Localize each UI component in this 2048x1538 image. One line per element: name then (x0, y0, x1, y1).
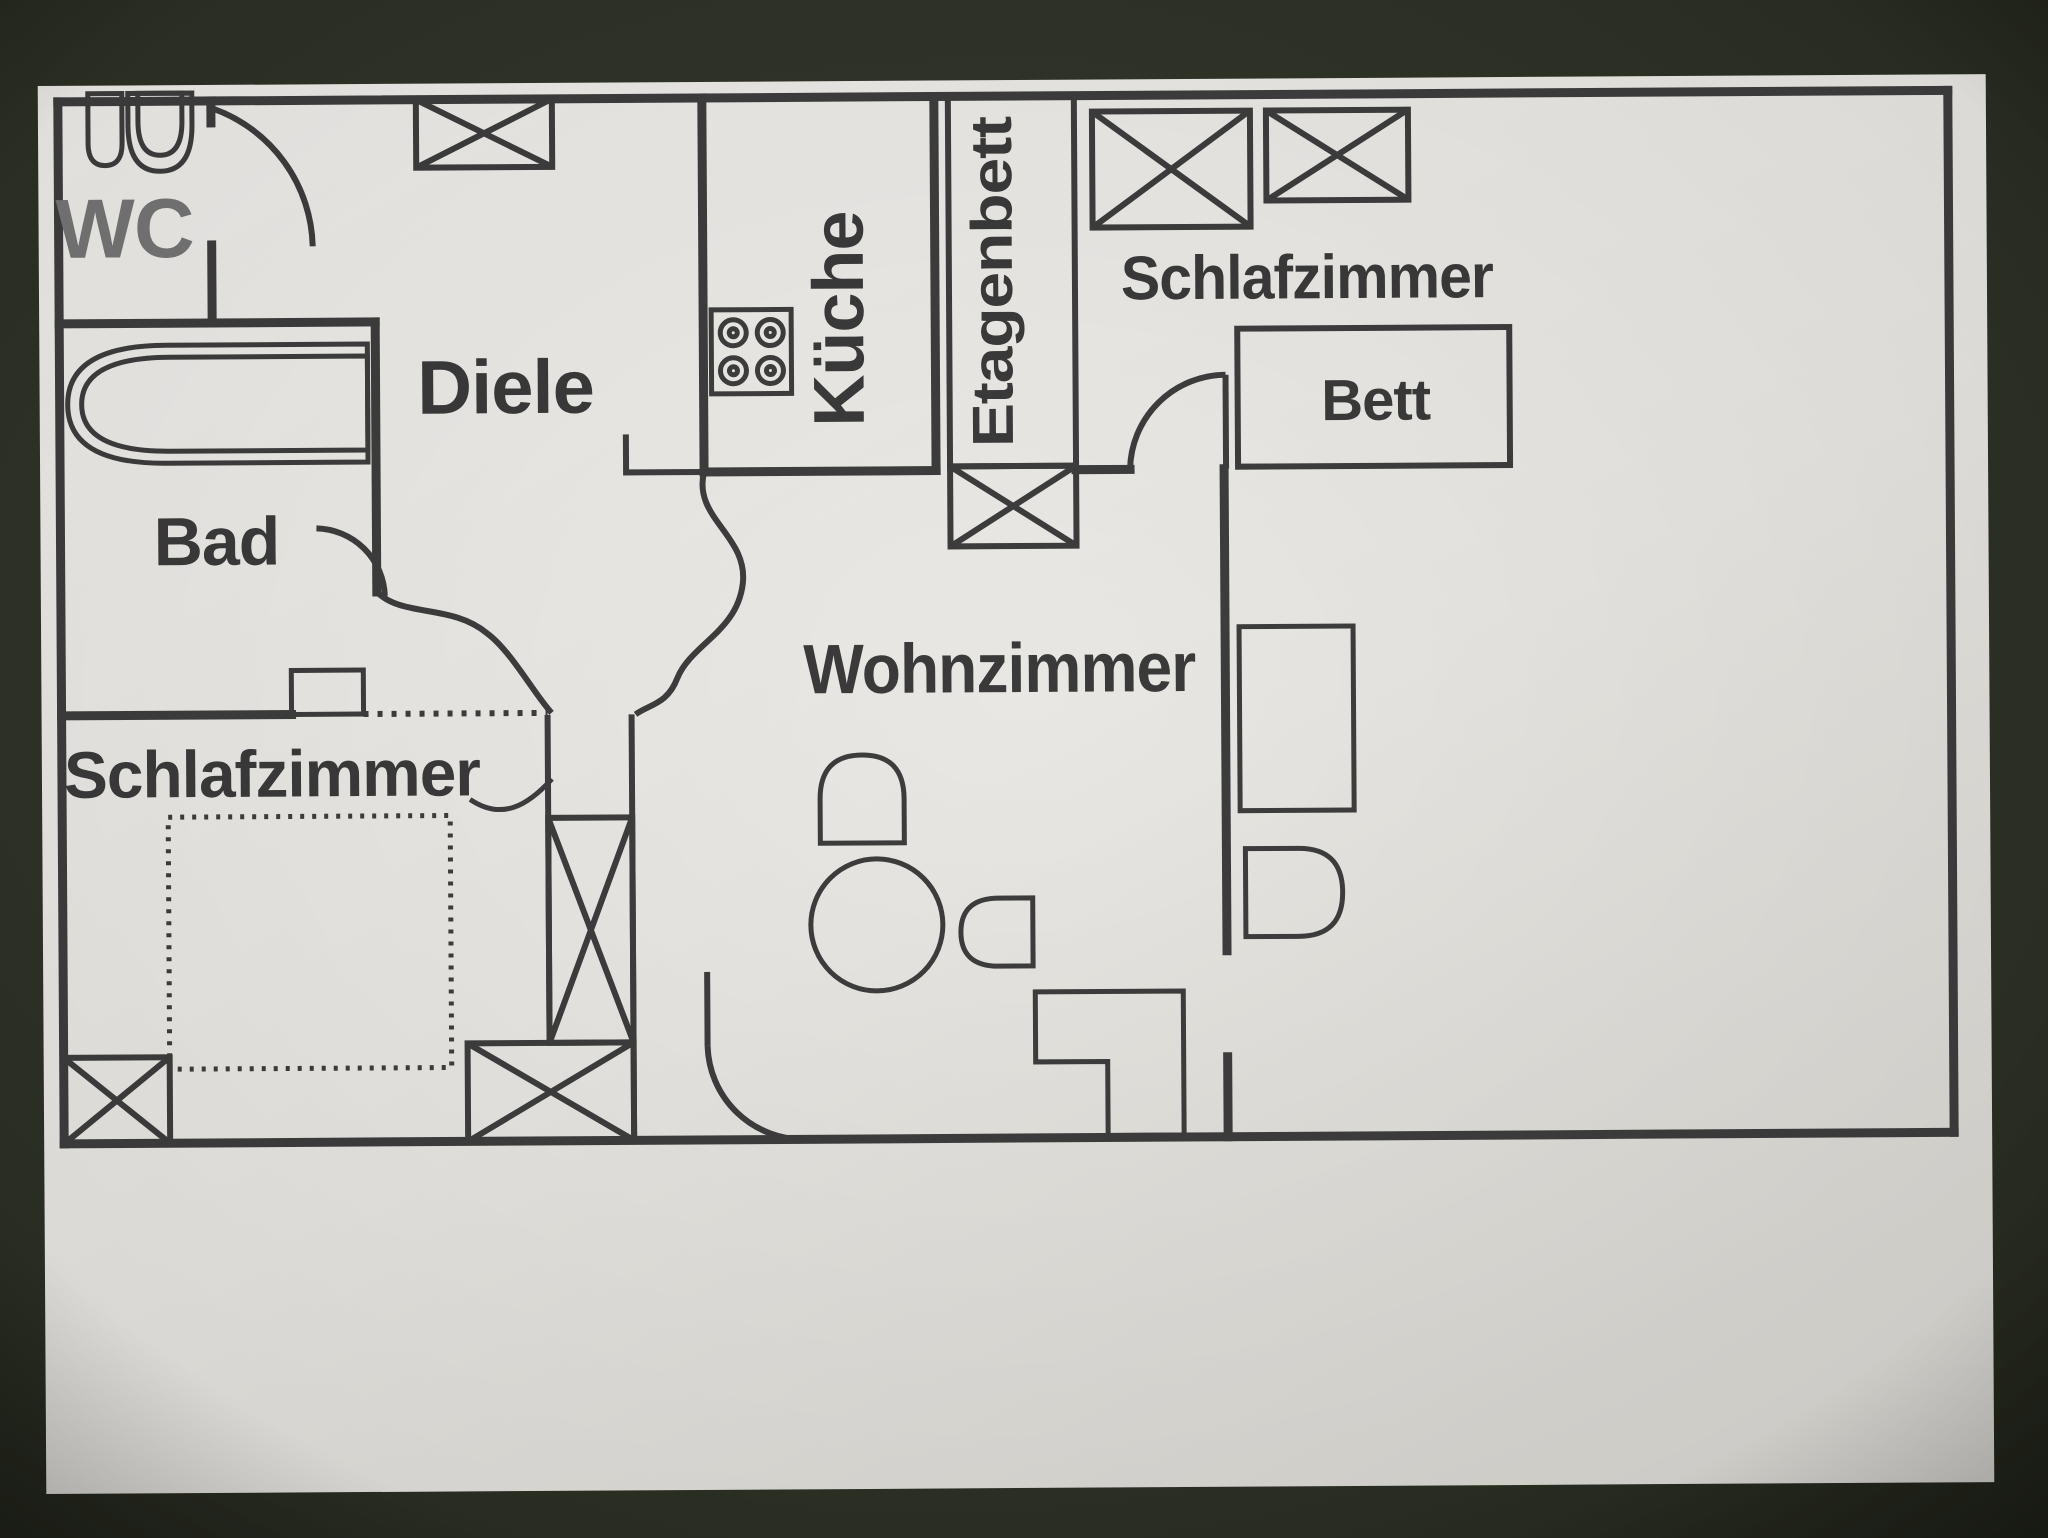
photo-of-floorplan: WC Diele Küche Etagenbett Schlafzimmer B… (0, 0, 2048, 1538)
vignette-overlay (0, 0, 2048, 1538)
floorplan-diagram: WC Diele Küche Etagenbett Schlafzimmer B… (0, 0, 2048, 1538)
